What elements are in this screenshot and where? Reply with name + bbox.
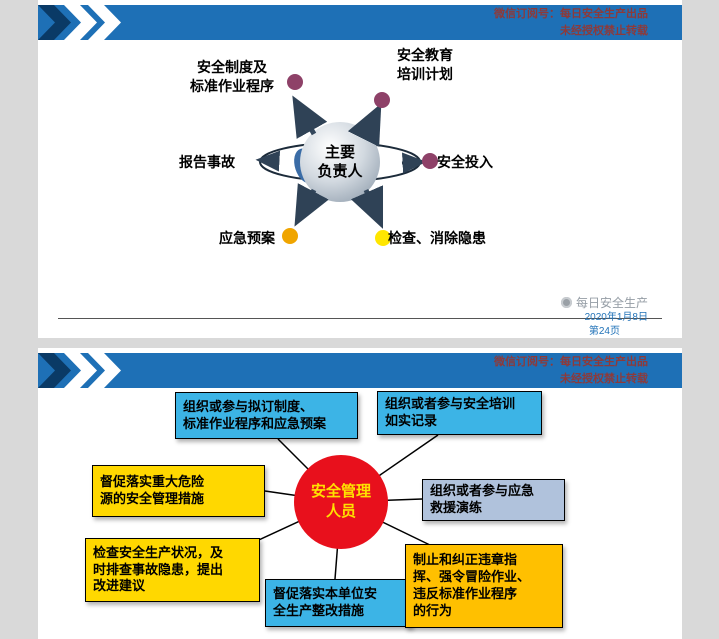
slide-1: 微信订阅号：每日安全生产出品 未经授权禁止转载 xyxy=(38,0,682,338)
center-node-safety-managers: 安全管理 人员 xyxy=(294,455,388,549)
watermark-brand: 每日安全生产 xyxy=(478,294,648,311)
chevron-decoration-icon xyxy=(38,5,121,40)
duty-box-emergency-drill: 组织或者参与应急 救援演练 xyxy=(422,479,565,521)
node-label-inspect-hazards: 检查、消除隐患 xyxy=(388,230,486,246)
node-label-safety-investment: 安全投入 xyxy=(437,154,493,170)
slide-2: 微信订阅号：每日安全生产出品 未经授权禁止转载 组织或参与拟订制度、 标准作业程… xyxy=(38,348,682,639)
node-label-safety-education: 安全教育 培训计划 xyxy=(397,47,453,82)
duty-box-rectification-measures: 督促落实本单位安 全生产整改措施 xyxy=(265,579,412,627)
header-line-2: 未经授权禁止转载 xyxy=(560,372,648,385)
chevron-decoration-icon xyxy=(38,353,121,388)
header-line-2: 未经授权禁止转载 xyxy=(560,24,648,37)
footer-divider xyxy=(58,318,662,319)
duty-box-inspect-conditions: 检查安全生产状况，及 时排查事故隐患，提出 改进建议 xyxy=(85,538,260,602)
slide-date: 2020年1月8日 xyxy=(584,312,648,323)
watermark-brand-text: 每日安全生产 xyxy=(575,296,648,310)
header-watermark-text: 微信订阅号：每日安全生产出品 未经授权禁止转载 xyxy=(494,6,682,39)
duty-box-draft-procedures: 组织或参与拟订制度、 标准作业程序和应急预案 xyxy=(175,392,358,439)
slide-1-diagram-graphics xyxy=(255,74,438,246)
header-line-1: 微信订阅号：每日安全生产出品 xyxy=(494,356,648,368)
node-label-safety-system: 安全制度及 标准作业程序 xyxy=(190,59,274,94)
header-line-1: 微信订阅号：每日安全生产出品 xyxy=(494,8,648,20)
node-label-report-accident: 报告事故 xyxy=(179,154,235,170)
page-number: 第24页 xyxy=(588,325,620,337)
node-label-emergency-plan: 应急预案 xyxy=(219,230,275,246)
watermark-logo-icon xyxy=(560,297,572,308)
duty-box-safety-training: 组织或者参与安全培训 如实记录 xyxy=(377,391,542,435)
slide-2-header: 微信订阅号：每日安全生产出品 未经授权禁止转载 xyxy=(38,353,682,388)
slide-1-header: 微信订阅号：每日安全生产出品 未经授权禁止转载 xyxy=(38,5,682,40)
center-node-main-responsible: 主要 负责人 xyxy=(317,143,363,181)
header-watermark-text: 微信订阅号：每日安全生产出品 未经授权禁止转载 xyxy=(494,354,682,387)
duty-box-major-hazard-measures: 督促落实重大危险 源的安全管理措施 xyxy=(92,465,265,517)
watermark-block: 每日安全生产 2020年1月8日 第24页 xyxy=(478,294,648,338)
duty-box-stop-violations: 制止和纠正违章指 挥、强令冒险作业、 违反标准作业程序 的行为 xyxy=(405,544,563,628)
